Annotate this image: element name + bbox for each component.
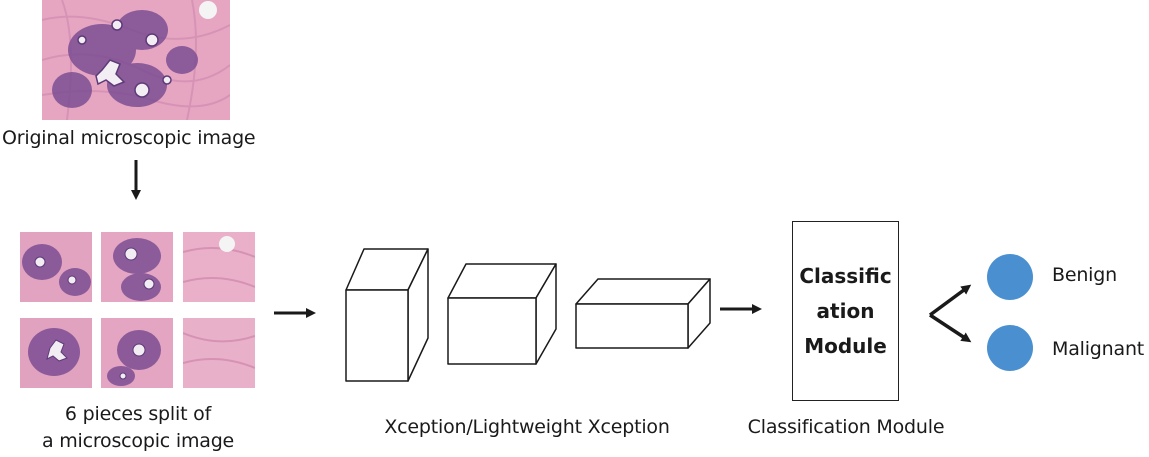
pieces-caption-line-2: a microscopic image [41,430,235,452]
box-line-1: Classific [799,263,892,288]
original-image-caption: Original microscopic image [2,127,256,149]
classification-module-box-text: Classific ation Module [796,259,896,364]
benign-circle [987,254,1033,300]
malignant-label: Malignant [1052,338,1145,360]
piece-3 [183,232,255,302]
classification-module-box: Classific ation Module [792,221,899,401]
network-caption: Xception/Lightweight Xception [384,416,670,438]
box-line-3: Module [804,333,887,358]
benign-label: Benign [1052,264,1117,286]
pieces-caption-line-1: 6 pieces split of [64,403,212,425]
piece-6 [183,318,255,388]
network-block-3 [575,278,711,349]
malignant-circle [987,325,1033,371]
arrow-to-malignant [929,313,972,343]
piece-1 [20,232,92,302]
classification-module-caption: Classification Module [747,416,945,438]
piece-4 [20,318,92,388]
tissue-texture [42,0,230,120]
piece-5 [101,318,173,388]
original-microscopic-image [42,0,230,120]
piece-2 [101,232,173,302]
arrow-to-benign [928,284,972,317]
network-block-2 [447,263,557,365]
network-block-1 [345,248,429,382]
box-line-2: ation [816,298,875,323]
